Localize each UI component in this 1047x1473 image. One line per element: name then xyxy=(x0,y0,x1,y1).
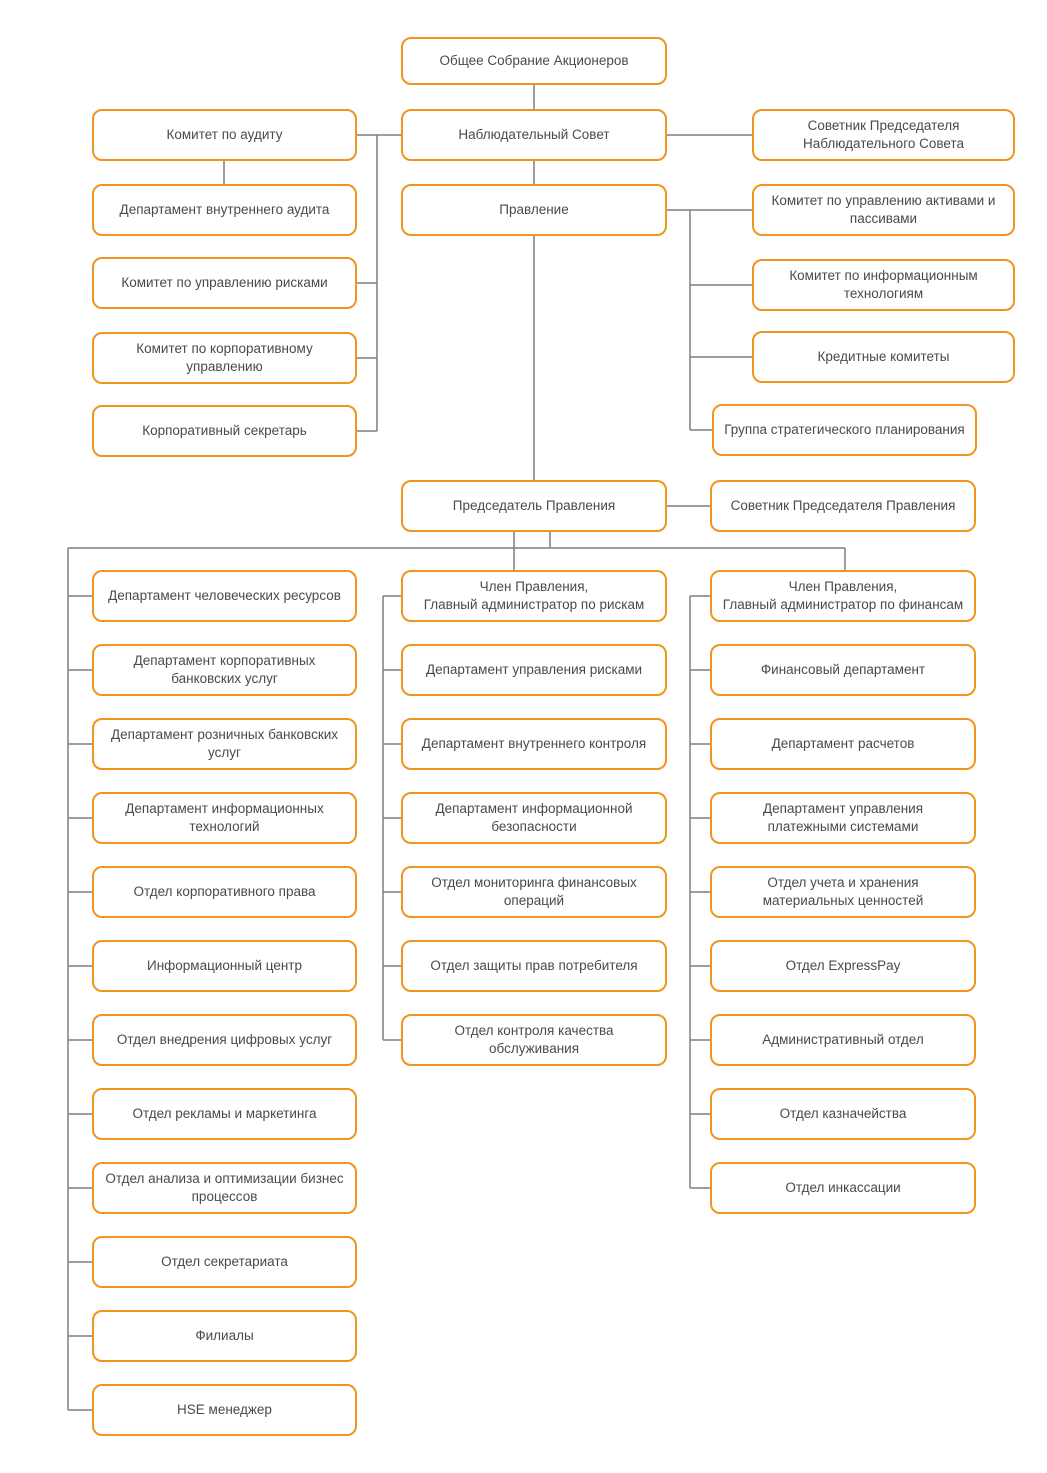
node-audit-committee: Комитет по аудиту xyxy=(92,109,357,161)
node-cro-board-member: Член Правления, Главный администратор по… xyxy=(401,570,667,622)
node-management-board-chairman: Председатель Правления xyxy=(401,480,667,532)
node-business-process-optimization-department: Отдел анализа и оптимизации бизнес проце… xyxy=(92,1162,357,1214)
node-corporate-secretary: Корпоративный секретарь xyxy=(92,405,357,457)
node-administrative-department: Административный отдел xyxy=(710,1014,976,1066)
node-finance-department: Финансовый департамент xyxy=(710,644,976,696)
node-digital-services-department: Отдел внедрения цифровых услуг xyxy=(92,1014,357,1066)
node-treasury-department: Отдел казначейства xyxy=(710,1088,976,1140)
node-chairman-advisor: Советник Председателя Правления xyxy=(710,480,976,532)
node-general-shareholders-meeting: Общее Собрание Акционеров xyxy=(401,37,667,85)
node-consumer-rights-department: Отдел защиты прав потребителя xyxy=(401,940,667,992)
node-material-assets-department: Отдел учета и хранения материальных ценн… xyxy=(710,866,976,918)
node-information-center: Информационный центр xyxy=(92,940,357,992)
node-risk-management-committee: Комитет по управлению рисками xyxy=(92,257,357,309)
node-credit-committees: Кредитные комитеты xyxy=(752,331,1015,383)
node-cfo-board-member: Член Правления, Главный администратор по… xyxy=(710,570,976,622)
node-supervisory-board: Наблюдательный Совет xyxy=(401,109,667,161)
node-internal-control-department: Департамент внутреннего контроля xyxy=(401,718,667,770)
node-strategic-planning-group: Группа стратегического планирования xyxy=(712,404,977,456)
node-branches: Филиалы xyxy=(92,1310,357,1362)
node-advertising-marketing-department: Отдел рекламы и маркетинга xyxy=(92,1088,357,1140)
node-service-quality-department: Отдел контроля качества обслуживания xyxy=(401,1014,667,1066)
node-hr-department: Департамент человеческих ресурсов xyxy=(92,570,357,622)
node-hse-manager: HSE менеджер xyxy=(92,1384,357,1436)
node-corporate-law-department: Отдел корпоративного права xyxy=(92,866,357,918)
node-corporate-governance-committee: Комитет по корпоративному управлению xyxy=(92,332,357,384)
node-expresspay-department: Отдел ExpressPay xyxy=(710,940,976,992)
node-settlements-department: Департамент расчетов xyxy=(710,718,976,770)
node-corporate-banking-department: Департамент корпоративных банковских усл… xyxy=(92,644,357,696)
node-secretariat-department: Отдел секретариата xyxy=(92,1236,357,1288)
node-payment-systems-department: Департамент управления платежными систем… xyxy=(710,792,976,844)
node-it-committee: Комитет по информационным технологиям xyxy=(752,259,1015,311)
node-cash-collection-department: Отдел инкассации xyxy=(710,1162,976,1214)
node-management-board: Правление xyxy=(401,184,667,236)
node-supervisory-chairman-advisor: Советник Председателя Наблюдательного Со… xyxy=(752,109,1015,161)
node-alm-committee: Комитет по управлению активами и пассива… xyxy=(752,184,1015,236)
node-it-technologies-department: Департамент информационных технологий xyxy=(92,792,357,844)
node-risk-management-department: Департамент управления рисками xyxy=(401,644,667,696)
node-internal-audit-department: Департамент внутреннего аудита xyxy=(92,184,357,236)
node-information-security-department: Департамент информационной безопасности xyxy=(401,792,667,844)
node-retail-banking-department: Департамент розничных банковских услуг xyxy=(92,718,357,770)
node-financial-monitoring-department: Отдел мониторинга финансовых операций xyxy=(401,866,667,918)
